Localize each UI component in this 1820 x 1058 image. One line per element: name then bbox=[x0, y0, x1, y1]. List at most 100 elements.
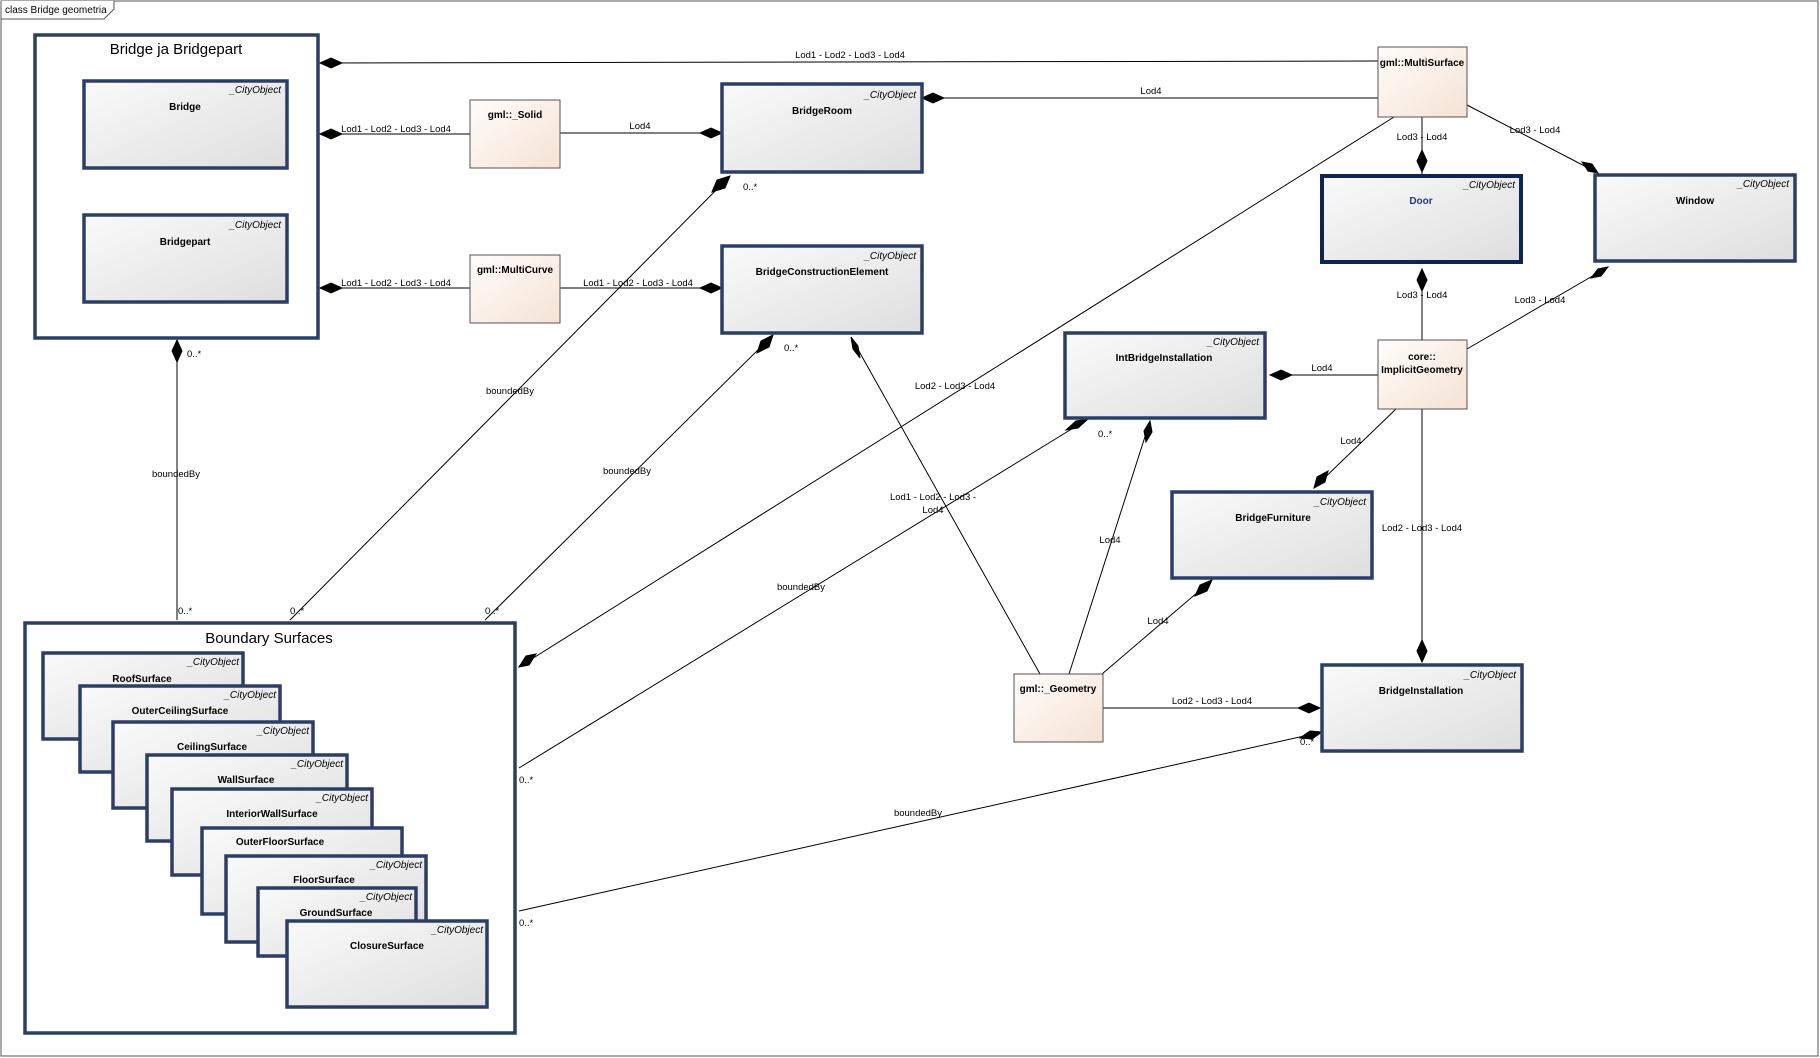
svg-text:_CityObject: _CityObject bbox=[256, 726, 310, 737]
class-ibi-stereotype: _CityObject bbox=[1206, 337, 1260, 348]
svg-text:Lod1 - Lod2 - Lod3 - Lod4: Lod1 - Lod2 - Lod3 - Lod4 bbox=[583, 278, 693, 289]
geom-implicit-geometry: core:: ImplicitGeometry bbox=[1377, 339, 1468, 410]
svg-text:Lod4: Lod4 bbox=[1340, 436, 1361, 447]
class-bi-stereotype: _CityObject bbox=[1463, 670, 1517, 681]
svg-text:Lod3 - Lod4: Lod3 - Lod4 bbox=[1515, 295, 1566, 306]
svg-text:_CityObject: _CityObject bbox=[315, 793, 369, 804]
class-bf-stereotype: _CityObject bbox=[1313, 497, 1367, 508]
class-bce-name: BridgeConstructionElement bbox=[756, 267, 889, 278]
class-window: _CityObject Window bbox=[1593, 173, 1797, 263]
svg-text:gml::_Solid: gml::_Solid bbox=[488, 110, 542, 121]
svg-text:_CityObject: _CityObject bbox=[430, 925, 484, 936]
svg-text:boundedBy: boundedBy bbox=[603, 466, 651, 477]
class-bridge: _CityObject Bridge bbox=[82, 79, 289, 170]
class-closure-surface: _CityObject ClosureSurface bbox=[285, 919, 489, 1009]
svg-text:_CityObject: _CityObject bbox=[290, 759, 344, 770]
svg-text:Lod3 - Lod4: Lod3 - Lod4 bbox=[1397, 290, 1448, 301]
svg-text:0..*: 0..* bbox=[743, 182, 758, 193]
svg-text:0..*: 0..* bbox=[178, 606, 193, 617]
svg-text:ClosureSurface: ClosureSurface bbox=[350, 941, 424, 952]
class-bridgepart: _CityObject Bridgepart bbox=[82, 213, 289, 304]
svg-text:Lod4: Lod4 bbox=[1147, 616, 1168, 627]
svg-text:WallSurface: WallSurface bbox=[218, 775, 275, 786]
svg-text:Lod1 - Lod2 - Lod3 - Lod4: Lod1 - Lod2 - Lod3 - Lod4 bbox=[341, 278, 451, 289]
multiplicities: 0..* 0..* 0..* 0..* 0..* 0..* 0..* 0..* … bbox=[178, 182, 1315, 929]
frame-tab bbox=[0, 1, 115, 20]
svg-text:boundedBy: boundedBy bbox=[486, 386, 534, 397]
frame-title: class Bridge geometria bbox=[5, 5, 107, 16]
class-door-stereotype: _CityObject bbox=[1462, 180, 1516, 191]
svg-text:0..*: 0..* bbox=[485, 606, 500, 617]
class-bridge-construction-element: _CityObject BridgeConstructionElement bbox=[720, 244, 924, 335]
svg-text:OuterCeilingSurface: OuterCeilingSurface bbox=[132, 706, 229, 717]
class-int-bridge-installation: _CityObject IntBridgeInstallation bbox=[1063, 331, 1267, 420]
svg-text:ImplicitGeometry: ImplicitGeometry bbox=[1381, 365, 1463, 376]
svg-text:Lod3 - Lod4: Lod3 - Lod4 bbox=[1397, 132, 1448, 143]
class-bridge-room: _CityObject BridgeRoom bbox=[720, 82, 924, 174]
svg-text:Lod1 - Lod2 - Lod3 - Lod4: Lod1 - Lod2 - Lod3 - Lod4 bbox=[795, 50, 905, 61]
svg-text:FloorSurface: FloorSurface bbox=[293, 875, 355, 886]
svg-text:core::: core:: bbox=[1408, 352, 1436, 363]
composition-diamonds bbox=[171, 57, 1610, 740]
class-bridge-installation: _CityObject BridgeInstallation bbox=[1320, 663, 1524, 753]
class-bce-stereotype: _CityObject bbox=[863, 251, 917, 262]
svg-text:gml::_Geometry: gml::_Geometry bbox=[1020, 684, 1097, 695]
svg-text:Lod2 - Lod3 - Lod4: Lod2 - Lod3 - Lod4 bbox=[1172, 696, 1252, 707]
svg-text:Lod4: Lod4 bbox=[1140, 86, 1161, 97]
svg-text:RoofSurface: RoofSurface bbox=[112, 674, 172, 685]
class-bf-name: BridgeFurniture bbox=[1235, 513, 1311, 524]
svg-text:0..*: 0..* bbox=[290, 606, 305, 617]
class-bridge-stereotype: _CityObject bbox=[228, 85, 282, 96]
class-window-stereotype: _CityObject bbox=[1736, 179, 1790, 190]
associations bbox=[176, 60, 1609, 912]
svg-text:GroundSurface: GroundSurface bbox=[300, 908, 373, 919]
svg-text:_CityObject: _CityObject bbox=[186, 657, 240, 668]
svg-text:Lod3 - Lod4: Lod3 - Lod4 bbox=[1510, 125, 1561, 136]
class-window-name: Window bbox=[1676, 196, 1714, 207]
class-door-name: Door bbox=[1409, 196, 1432, 207]
boundary-surface-stack: _CityObject RoofSurface _CityObject Oute… bbox=[41, 651, 489, 1009]
edge-labels: Lod1 - Lod2 - Lod3 - Lod4 Lod4 Lod3 - Lo… bbox=[152, 50, 1565, 819]
svg-text:Lod1 - Lod2 - Lod3 -: Lod1 - Lod2 - Lod3 - bbox=[890, 492, 976, 503]
svg-text:InteriorWallSurface: InteriorWallSurface bbox=[226, 809, 318, 820]
svg-text:_CityObject: _CityObject bbox=[369, 860, 423, 871]
svg-text:Lod4: Lod4 bbox=[1099, 535, 1120, 546]
class-bi-name: BridgeInstallation bbox=[1379, 686, 1463, 697]
svg-text:0..*: 0..* bbox=[519, 918, 534, 929]
svg-text:gml::MultiCurve: gml::MultiCurve bbox=[477, 265, 554, 276]
svg-text:Lod4: Lod4 bbox=[629, 121, 650, 132]
class-bridge-name: Bridge bbox=[169, 102, 201, 113]
svg-text:Lod2 - Lod3 - Lod4: Lod2 - Lod3 - Lod4 bbox=[915, 381, 995, 392]
class-door: _CityObject Door bbox=[1320, 174, 1523, 264]
svg-text:0..*: 0..* bbox=[1098, 429, 1113, 440]
package-boundary-title: Boundary Surfaces bbox=[205, 630, 333, 647]
class-ibi-name: IntBridgeInstallation bbox=[1116, 353, 1213, 364]
geom-solid: gml::_Solid bbox=[469, 99, 561, 169]
svg-text:Lod4: Lod4 bbox=[1311, 363, 1332, 374]
svg-text:CeilingSurface: CeilingSurface bbox=[177, 742, 247, 753]
svg-text:OuterFloorSurface: OuterFloorSurface bbox=[236, 837, 325, 848]
package-bridge-title: Bridge ja Bridgepart bbox=[110, 41, 243, 58]
svg-text:0..*: 0..* bbox=[784, 343, 799, 354]
class-bridgepart-stereotype: _CityObject bbox=[228, 220, 282, 231]
svg-text:boundedBy: boundedBy bbox=[152, 469, 200, 480]
svg-text:0..*: 0..* bbox=[1300, 737, 1315, 748]
svg-text:0..*: 0..* bbox=[519, 775, 534, 786]
svg-text:0..*: 0..* bbox=[187, 349, 202, 360]
svg-text:Lod1 - Lod2 - Lod3 - Lod4: Lod1 - Lod2 - Lod3 - Lod4 bbox=[341, 124, 451, 135]
geom-multi-surface: gml::MultiSurface bbox=[1377, 46, 1468, 118]
class-bridgepart-name: Bridgepart bbox=[160, 237, 211, 248]
svg-text:boundedBy: boundedBy bbox=[894, 808, 942, 819]
geom-geometry: gml::_Geometry bbox=[1013, 673, 1104, 743]
svg-text:gml::MultiSurface: gml::MultiSurface bbox=[1380, 58, 1465, 69]
class-bridge-room-stereotype: _CityObject bbox=[863, 90, 917, 101]
svg-text:Lod2 - Lod3 - Lod4: Lod2 - Lod3 - Lod4 bbox=[1382, 523, 1462, 534]
svg-text:boundedBy: boundedBy bbox=[777, 582, 825, 593]
geom-multi-curve: gml::MultiCurve bbox=[469, 254, 561, 324]
class-bridge-room-name: BridgeRoom bbox=[792, 106, 852, 117]
class-bridge-furniture: _CityObject BridgeFurniture bbox=[1170, 490, 1374, 580]
svg-text:Lod4: Lod4 bbox=[922, 505, 943, 516]
svg-text:_CityObject: _CityObject bbox=[359, 892, 413, 903]
